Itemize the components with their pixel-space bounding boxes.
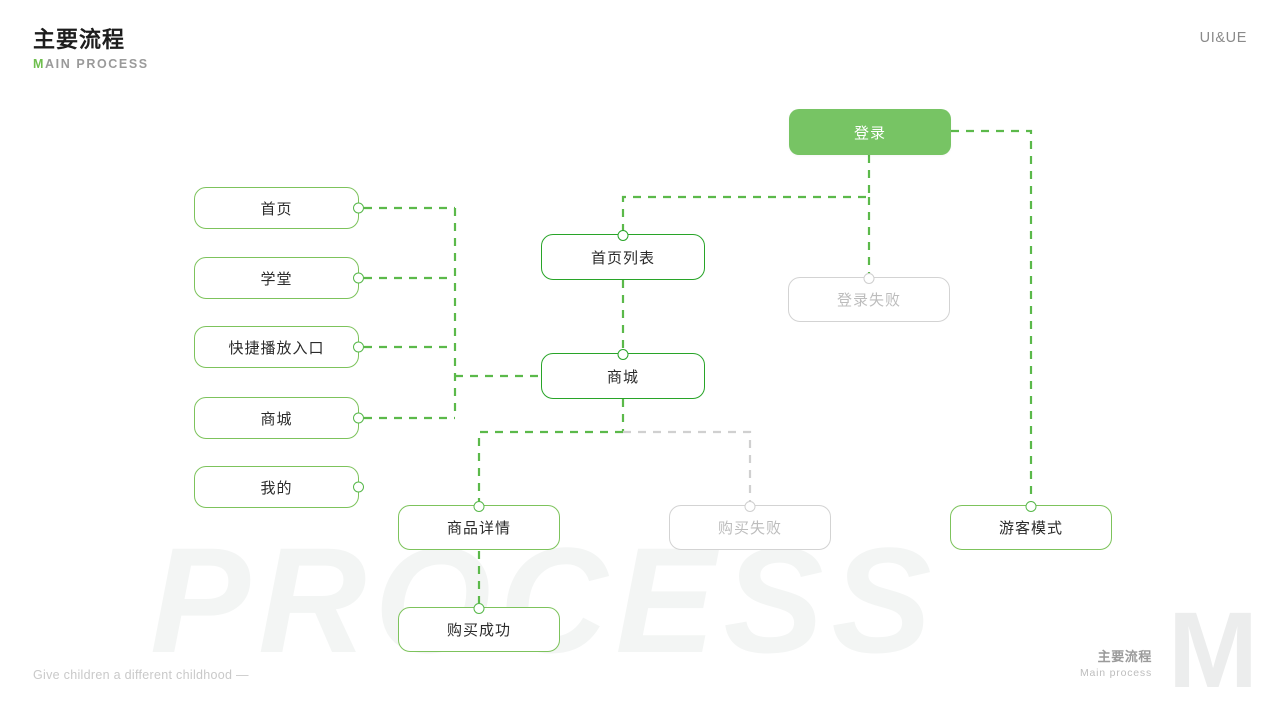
footer-brand: 主要流程 Main process: [1080, 646, 1152, 679]
header-tag-uiue: UI&UE: [1199, 30, 1247, 46]
node-menu-quickplay-label: 快捷播放入口: [228, 339, 325, 357]
letter-m-watermark: M: [1168, 589, 1258, 710]
node-purchase-failed-label: 购买失败: [717, 520, 782, 537]
edge-mall-to-product-detail: [477, 430, 623, 505]
port-top-purchase-failed: [744, 500, 756, 512]
node-menu-quickplay[interactable]: 快捷播放入口: [194, 326, 364, 368]
node-mall-center-label: 商城: [606, 368, 639, 386]
node-menu-classroom[interactable]: 学堂: [194, 257, 364, 299]
edge-login-to-home-list: [621, 155, 871, 234]
footer-slogan: Give children a different childhood —: [33, 668, 249, 682]
node-menu-mall-label: 商城: [260, 410, 293, 428]
port-top-login-failed: [863, 272, 875, 284]
edge-mall-to-purchase-failed: [623, 430, 752, 505]
node-purchase-success-label: 购买成功: [446, 622, 511, 639]
node-menu-mine[interactable]: 我的: [194, 466, 364, 508]
port-right-menu-home: [352, 202, 364, 214]
node-purchase-success[interactable]: 购买成功: [398, 602, 560, 652]
port-top-product-detail: [473, 500, 485, 512]
node-menu-home-label: 首页: [260, 200, 293, 218]
page-subtitle: MAIN PROCESS: [33, 57, 149, 71]
node-login[interactable]: 登录: [789, 109, 951, 155]
node-home-list[interactable]: 首页列表: [541, 229, 705, 280]
footer-brand-cn: 主要流程: [1097, 649, 1152, 664]
port-top-purchase-success: [473, 602, 485, 614]
node-purchase-failed[interactable]: 购买失败: [669, 500, 831, 550]
edge-login-to-guest-mode: [951, 129, 1033, 505]
node-menu-home[interactable]: 首页: [194, 187, 364, 229]
node-menu-mine-label: 我的: [260, 479, 293, 497]
page-subtitle-lead: M: [33, 57, 46, 71]
node-login-label: 登录: [853, 124, 886, 142]
node-home-list-label: 首页列表: [590, 249, 655, 267]
node-guest-mode[interactable]: 游客模式: [950, 500, 1112, 550]
node-login-failed[interactable]: 登录失败: [788, 272, 950, 322]
port-top-guest-mode: [1025, 500, 1037, 512]
port-right-menu-quickplay: [352, 341, 364, 353]
node-guest-mode-label: 游客模式: [998, 520, 1063, 537]
page-subtitle-rest: AIN PROCESS: [45, 57, 149, 71]
port-right-menu-mall: [352, 412, 364, 424]
node-product-detail[interactable]: 商品详情: [398, 500, 560, 550]
node-menu-mall[interactable]: 商城: [194, 397, 364, 439]
port-top-mall-center: [617, 348, 629, 360]
page-title: 主要流程: [33, 27, 126, 52]
port-right-menu-mine: [352, 481, 364, 493]
node-product-detail-label: 商品详情: [446, 520, 511, 537]
footer-brand-en: Main process: [1079, 667, 1152, 679]
port-right-menu-classroom: [352, 272, 364, 284]
node-mall-center[interactable]: 商城: [541, 348, 705, 399]
port-top-home-list: [617, 229, 629, 241]
node-menu-classroom-label: 学堂: [260, 270, 293, 288]
node-login-failed-label: 登录失败: [836, 292, 901, 309]
